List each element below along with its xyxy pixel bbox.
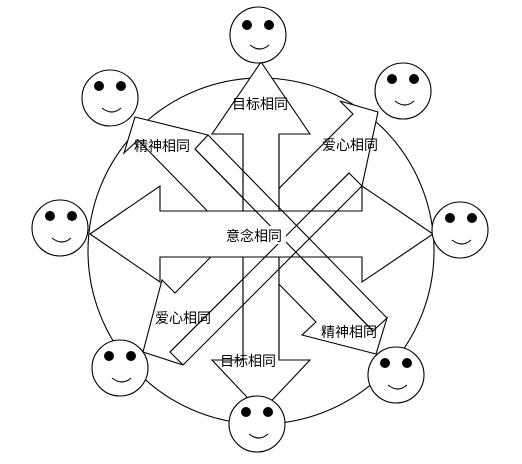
label-bottom-left: 爱心相同 — [155, 310, 211, 326]
face-bottom — [228, 395, 286, 453]
label-top-right: 爱心相同 — [322, 137, 378, 153]
stroke-h — [182, 185, 363, 366]
label-bottom: 目标相同 — [220, 353, 276, 369]
label-center: 意念相同 — [226, 228, 282, 244]
face-bottom-right — [367, 346, 425, 404]
face-top-left — [81, 69, 139, 127]
stroke-g — [169, 172, 350, 353]
stroke-f — [207, 134, 388, 319]
face-top-right — [374, 62, 432, 120]
face-bottom-left — [91, 339, 149, 397]
face-top — [229, 6, 287, 64]
label-bottom-right: 精神相同 — [321, 324, 377, 340]
face-right — [431, 201, 489, 259]
label-center-bg — [222, 226, 286, 244]
face-left — [31, 199, 89, 257]
label-top: 目标相同 — [232, 96, 288, 112]
label-top-left: 精神相同 — [134, 138, 190, 154]
